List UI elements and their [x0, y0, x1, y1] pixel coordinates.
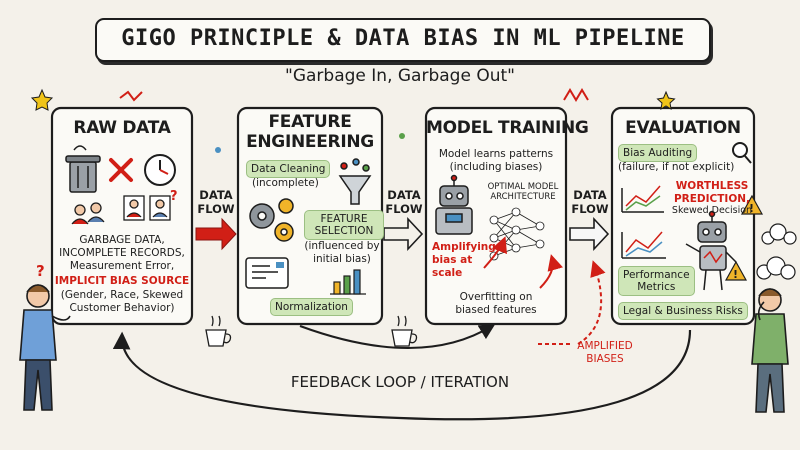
thought-cloud-icon	[756, 256, 796, 280]
flow-label-1-line-2: FLOW	[197, 202, 235, 216]
panel-title-evaluation: EVALUATION	[625, 118, 741, 138]
amplify-arrow	[483, 236, 507, 269]
zigzag-icon	[119, 90, 143, 102]
funnel-icon	[338, 158, 372, 205]
performance-line-2: Metrics	[637, 281, 676, 294]
amplifying-line-2: bias at	[432, 254, 473, 266]
feature-selection-note-2: initial bias)	[313, 253, 371, 265]
feature-selection-note-1: (influenced by	[304, 240, 380, 252]
performance-metrics-tag: Performance Metrics	[618, 266, 695, 297]
small-cloud-icon	[761, 223, 797, 245]
coffee-cup-icon	[205, 315, 232, 347]
optimal-architecture-line-2: ARCHITECTURE	[490, 192, 556, 202]
dot-icon-2	[215, 147, 221, 153]
model-learns-line-2: (including biases)	[449, 161, 543, 173]
line-chart-icon-2	[621, 231, 666, 259]
amplified-biases-line-2: BIASES	[586, 353, 624, 365]
svg-text:!: !	[733, 268, 738, 281]
flow-label-3-line-1: DATA	[573, 188, 607, 202]
flow-arrow-3	[569, 216, 610, 252]
people-icon	[71, 202, 105, 225]
panel-title-engineering: ENGINEERING	[246, 132, 374, 152]
feedback-loop-label: FEEDBACK LOOP / ITERATION	[290, 373, 510, 391]
title-frame	[95, 18, 711, 62]
bias-examples-line-1: (Gender, Race, Skewed	[60, 289, 184, 301]
cross-icon	[109, 158, 133, 182]
warning-icon-2: !	[724, 260, 748, 281]
overfit-arrow	[539, 254, 563, 289]
thinking-person-right	[751, 288, 789, 413]
amplified-biases-arrow	[577, 260, 606, 345]
question-mark-icon-2: ?	[36, 262, 45, 280]
dot-icon	[399, 133, 405, 139]
optimal-architecture-line-1: OPTIMAL MODEL	[487, 182, 559, 192]
flow-arrow-2	[383, 216, 424, 252]
svg-text:!: !	[749, 202, 754, 215]
panel-title-model-training: MODEL TRAINING	[426, 118, 589, 138]
bias-examples-line-2: Customer Behavior)	[69, 302, 175, 314]
line-chart-icon	[621, 185, 664, 213]
feature-selection-line-1: FEATURE	[320, 213, 368, 225]
overfitting-line-2: biased features	[455, 304, 537, 316]
amplifying-line-1: Amplifying	[432, 241, 496, 253]
coffee-cup-icon-2	[391, 315, 418, 347]
eval-robot-icon	[685, 210, 737, 291]
panel-frame-model-training	[424, 106, 568, 326]
clock-icon	[144, 154, 176, 186]
feature-selection-tag: FEATURE SELECTION	[304, 210, 384, 241]
bias-auditing-note: (failure, if not explicit)	[618, 161, 735, 173]
feedback-loop-arrow	[112, 329, 692, 421]
amplified-biases-line-1: AMPLIFIED	[577, 340, 633, 352]
normalization-tag: Normalization	[270, 298, 353, 317]
magnifier-icon	[732, 142, 752, 164]
raw-data-line-2: INCOMPLETE RECORDS,	[59, 247, 185, 259]
flow-label-2-line-1: DATA	[387, 188, 421, 202]
profile-cards-icon	[123, 195, 171, 221]
star-icon	[30, 88, 54, 111]
skewed-decision: Skewed Decision	[671, 205, 753, 216]
raw-data-line-3: Measurement Error,	[69, 260, 175, 272]
bias-auditing-tag: Bias Auditing	[618, 144, 698, 163]
legal-risks-tag: Legal & Business Risks	[618, 302, 748, 321]
question-mark-icon: ?	[170, 189, 178, 204]
implicit-bias-source: IMPLICIT BIAS SOURCE	[54, 275, 190, 287]
raw-data-line-1: GARBAGE DATA,	[79, 234, 165, 246]
page-subtitle: "Garbage In, Garbage Out"	[285, 66, 515, 86]
warning-icon: !	[740, 194, 764, 215]
data-cleaning-tag: Data Cleaning	[246, 160, 331, 179]
performance-line-1: Performance	[623, 269, 690, 281]
flow-arrow-1	[195, 217, 237, 251]
flow-label-2-line-2: FLOW	[385, 202, 423, 216]
amplifying-line-3: scale	[432, 267, 463, 279]
inner-loop-arrow	[299, 323, 496, 349]
gears-icon	[249, 198, 294, 242]
trash-can-icon	[65, 145, 101, 193]
feature-selection-line-2: SELECTION	[314, 225, 374, 238]
worthless-line-1: WORTHLESS	[675, 180, 749, 192]
overfitting-line-1: Overfitting on	[459, 291, 533, 303]
model-learns-line-1: Model learns patterns	[438, 148, 554, 160]
star-icon-2	[656, 90, 676, 110]
flow-label-1-line-1: DATA	[199, 188, 233, 202]
page-title: GIGO PRINCIPLE & DATA BIAS IN ML PIPELIN…	[121, 26, 685, 51]
bar-chart-icon	[330, 269, 366, 295]
flow-label-3-line-2: FLOW	[571, 202, 609, 216]
zigzag-icon-2	[563, 88, 589, 102]
data-cleaning-note: (incomplete)	[252, 177, 319, 189]
panel-title-feature: FEATURE	[268, 112, 352, 132]
panel-title-raw-data: RAW DATA	[73, 118, 171, 138]
worthless-line-2: PREDICTION,	[673, 193, 751, 205]
thinking-person-left	[19, 284, 71, 411]
robot-icon	[435, 174, 473, 235]
dashboard-icon	[245, 257, 289, 289]
